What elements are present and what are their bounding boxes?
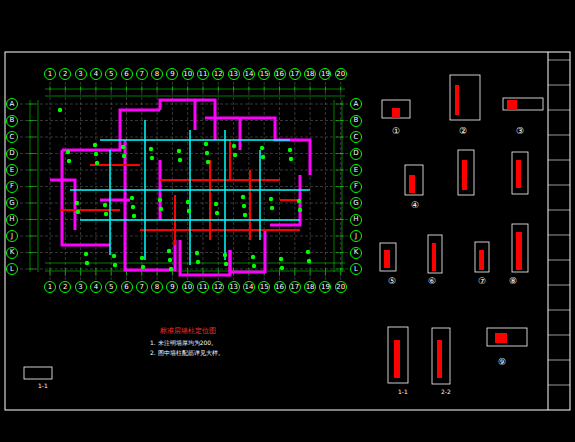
axis-bubble: 8 — [151, 281, 163, 293]
axis-bubble: 1 — [44, 281, 56, 293]
note-text: 1-1 — [38, 383, 48, 389]
axis-bubble: J — [6, 230, 18, 242]
axis-bubble: 18 — [304, 68, 316, 80]
axis-bubble: 7 — [136, 281, 148, 293]
axis-bubble: 17 — [289, 68, 301, 80]
axis-bubble: 6 — [121, 68, 133, 80]
callout-number: ⑧ — [509, 277, 517, 286]
axis-bubble: 11 — [197, 281, 209, 293]
axis-bubble: J — [350, 230, 362, 242]
axis-bubble: D — [350, 148, 362, 160]
callout-number: ② — [459, 127, 467, 136]
axis-bubble: H — [350, 214, 362, 226]
axis-bubble: L — [6, 263, 18, 275]
axis-bubble: 1 — [44, 68, 56, 80]
axis-bubble: 20 — [335, 281, 347, 293]
callout-number: ⑨ — [498, 358, 506, 367]
callout-number: ④ — [411, 201, 419, 210]
callout-number: ⑤ — [388, 277, 396, 286]
callout-number: ③ — [516, 127, 524, 136]
axis-bubble: 2 — [59, 281, 71, 293]
axis-bubble: F — [350, 181, 362, 193]
axis-bubble: K — [6, 247, 18, 259]
axis-bubble: E — [6, 164, 18, 176]
axis-bubble: 8 — [151, 68, 163, 80]
axis-bubble: 3 — [75, 281, 87, 293]
axis-bubble: K — [350, 247, 362, 259]
note-text: 1. 未注明墙厚均为200。 — [150, 340, 217, 346]
axis-bubble: 19 — [319, 68, 331, 80]
note-text: 1-1 — [398, 389, 408, 395]
note-text: 标准层墙柱定位图 — [160, 328, 216, 335]
axis-bubble: G — [6, 197, 18, 209]
axis-bubble: 16 — [274, 68, 286, 80]
axis-bubble: 11 — [197, 68, 209, 80]
axis-bubble: D — [6, 148, 18, 160]
axis-bubble: L — [350, 263, 362, 275]
axis-bubble: 7 — [136, 68, 148, 80]
axis-bubble: 15 — [258, 281, 270, 293]
axis-bubble: 12 — [212, 281, 224, 293]
axis-bubble: 19 — [319, 281, 331, 293]
axis-bubble: E — [350, 164, 362, 176]
axis-bubble: A — [6, 98, 18, 110]
axis-bubble: 4 — [90, 68, 102, 80]
axis-bubble: C — [6, 131, 18, 143]
axis-bubble: 16 — [274, 281, 286, 293]
axis-bubble: 2 — [59, 68, 71, 80]
axis-bubble: 12 — [212, 68, 224, 80]
axis-bubble: 6 — [121, 281, 133, 293]
callout-number: ⑥ — [428, 277, 436, 286]
callout-number: ⑦ — [478, 277, 486, 286]
axis-bubble: 14 — [243, 281, 255, 293]
axis-bubble: 13 — [228, 68, 240, 80]
callout-number: ① — [392, 127, 400, 136]
axis-bubble: 17 — [289, 281, 301, 293]
axis-bubble: H — [6, 214, 18, 226]
axis-bubble: 5 — [105, 281, 117, 293]
axis-bubble: B — [6, 115, 18, 127]
axis-bubble: A — [350, 98, 362, 110]
axis-bubble: 4 — [90, 281, 102, 293]
axis-bubble: 15 — [258, 68, 270, 80]
note-text: 2. 图中墙柱配筋详见大样。 — [150, 350, 224, 356]
axis-bubble: F — [6, 181, 18, 193]
axis-bubble: 3 — [75, 68, 87, 80]
axis-bubble: 10 — [182, 281, 194, 293]
axis-bubble: 18 — [304, 281, 316, 293]
axis-bubble: 10 — [182, 68, 194, 80]
axis-bubble: 20 — [335, 68, 347, 80]
note-text: 2-2 — [441, 389, 451, 395]
axis-bubble: 5 — [105, 68, 117, 80]
axis-bubble: 14 — [243, 68, 255, 80]
axis-bubble: B — [350, 115, 362, 127]
axis-bubble: 9 — [166, 281, 178, 293]
axis-bubble: G — [350, 197, 362, 209]
axis-bubble: 13 — [228, 281, 240, 293]
axis-bubble: C — [350, 131, 362, 143]
axis-bubble: 9 — [166, 68, 178, 80]
